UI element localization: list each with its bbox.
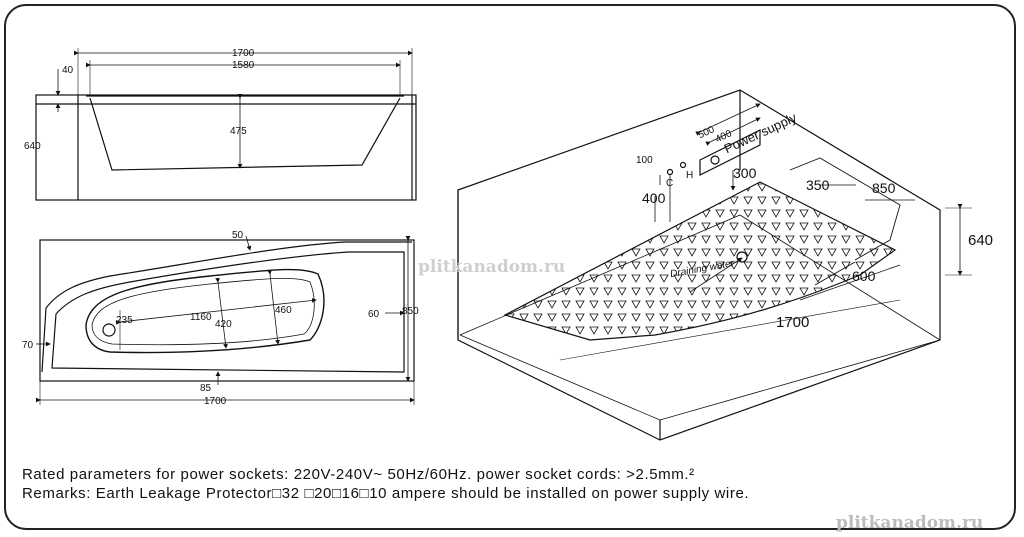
elevation-outline xyxy=(35,94,417,201)
plan-basin xyxy=(85,268,325,354)
dim-right-margin: 60 xyxy=(368,309,380,320)
dim-height: 640 xyxy=(24,141,41,152)
iso-dim-600: 600 xyxy=(852,268,876,284)
dim-rim-top: 50 xyxy=(232,230,244,241)
drawing-frame xyxy=(4,4,1016,530)
plan-outline xyxy=(39,239,415,382)
dim-overall-length: 1700 xyxy=(204,396,227,407)
watermark-corner: plitkanadom.ru xyxy=(836,513,983,533)
iso-dim-400-left: 400 xyxy=(642,190,666,206)
dim-left-margin: 70 xyxy=(22,340,34,351)
iso-dim-1700: 1700 xyxy=(776,314,809,331)
dim-width-a: 420 xyxy=(215,319,232,330)
dim-overall-width: 1700 xyxy=(232,48,255,59)
iso-dim-300: 300 xyxy=(733,165,757,181)
drain-hole xyxy=(102,323,116,337)
iso-dim-850: 850 xyxy=(872,180,896,196)
remarks-note: Remarks: Earth Leakage Protector□32 □20□… xyxy=(22,485,750,502)
dim-inner-length: 1160 xyxy=(190,312,212,323)
dim-rim: 40 xyxy=(62,65,74,76)
iso-dim-350: 350 xyxy=(806,177,830,193)
rated-parameters-note: Rated parameters for power sockets: 220V… xyxy=(22,466,695,483)
dim-bottom-margin: 85 xyxy=(200,383,212,394)
iso-dim-640: 640 xyxy=(968,232,993,249)
plan-rim-outer xyxy=(41,241,412,373)
elevation-view xyxy=(35,48,417,201)
iso-label-h: H xyxy=(686,170,693,181)
iso-dim-100: 100 xyxy=(636,155,653,166)
dim-overall-depth: 850 xyxy=(402,306,419,317)
dim-width-b: 460 xyxy=(275,305,292,316)
elevation-tub-profile xyxy=(89,97,401,171)
dim-drain: 235 xyxy=(116,315,133,326)
dim-depth: 475 xyxy=(230,126,247,137)
valve-c xyxy=(666,168,674,176)
plan-rim-inner xyxy=(51,251,405,373)
valve-h xyxy=(679,161,687,169)
plan-view xyxy=(36,235,415,405)
dim-inner-width: 1580 xyxy=(232,60,255,71)
iso-dim-500: 500 xyxy=(697,124,717,141)
iso-label-c: C xyxy=(666,178,673,189)
watermark-center: plitkanadom.ru xyxy=(418,257,565,277)
